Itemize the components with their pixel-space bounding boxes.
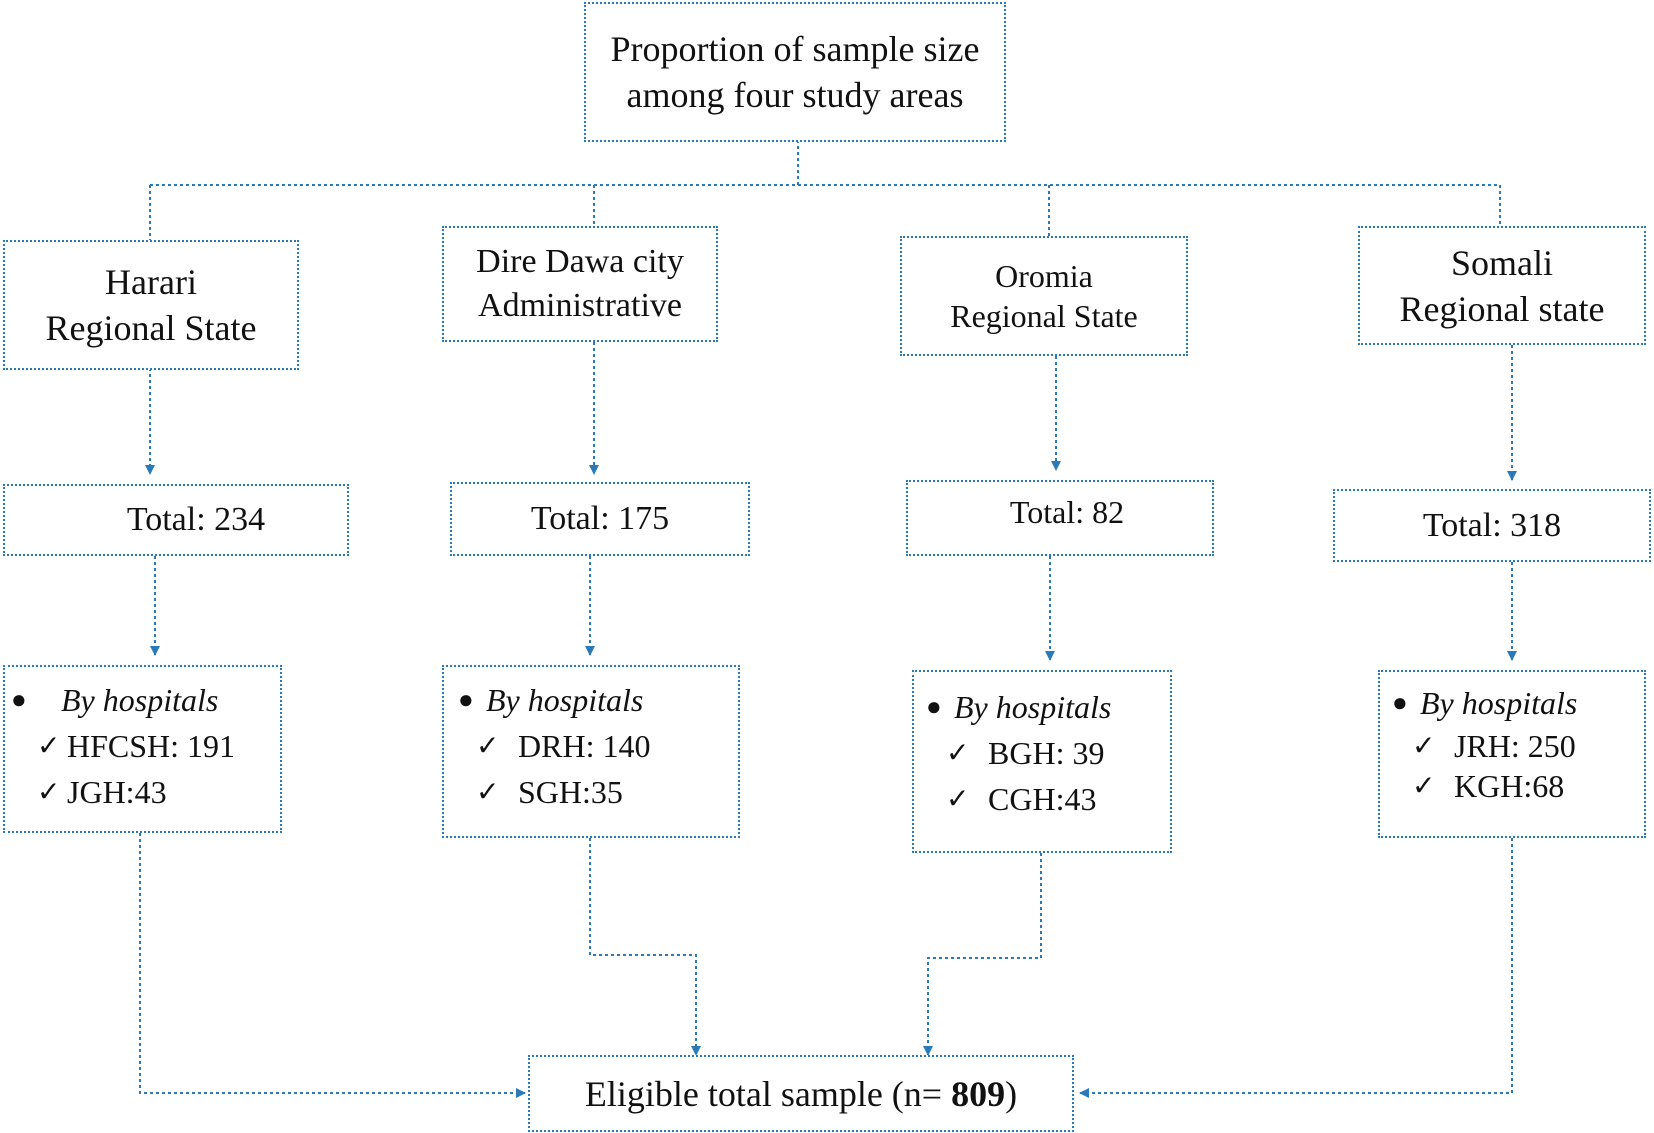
region-name-line1: Dire Dawa city xyxy=(476,243,684,280)
hospitals-box-diredawa: ● By hospitals ✓ DRH: 140 ✓ SGH:35 xyxy=(442,665,740,838)
region-box-somali: Somali Regional state xyxy=(1358,226,1646,345)
region-name-line2: Regional State xyxy=(45,308,257,348)
check-mark-icon: ✓ xyxy=(37,775,61,808)
hospital-count: JGH:43 xyxy=(67,774,167,810)
flow-somali-final xyxy=(1079,838,1513,1098)
flow-harari-final xyxy=(139,833,526,1098)
total-box-oromia: Total: 82 xyxy=(906,480,1214,556)
check-mark-icon: ✓ xyxy=(1412,769,1436,802)
hospital-item: ✓ DRH: 140 xyxy=(450,723,730,769)
bullet-dot-icon: ● xyxy=(926,692,942,721)
total-box-harari: Total: 234 xyxy=(3,484,349,556)
root-title-line1: Proportion of sample size xyxy=(610,29,980,69)
hospital-item: ✓ KGH:68 xyxy=(1386,766,1636,806)
hospitals-box-somali: ● By hospitals ✓ JRH: 250 ✓ KGH:68 xyxy=(1378,670,1646,838)
region-name-line2: Regional state xyxy=(1399,288,1605,329)
by-hospitals-row: ● By hospitals xyxy=(450,677,730,723)
hospital-item: ✓ BGH: 39 xyxy=(920,730,1162,776)
total-label: Total: 318 xyxy=(1422,506,1562,544)
by-hospitals-label: By hospitals xyxy=(61,682,219,718)
total-box-somali: Total: 318 xyxy=(1333,489,1651,562)
hospital-count: JRH: 250 xyxy=(1454,728,1576,764)
hospitals-box-harari: ● By hospitals ✓ HFCSH: 191 ✓ JGH:43 xyxy=(3,665,282,833)
flow-oromia-final xyxy=(923,853,1042,1056)
region-box-oromia: Oromia Regional State xyxy=(900,236,1188,356)
eligible-total-box: Eligible total sample (n= 809) xyxy=(528,1055,1074,1132)
check-mark-icon: ✓ xyxy=(476,775,500,808)
check-mark-icon: ✓ xyxy=(476,729,500,762)
hospital-count: CGH:43 xyxy=(988,781,1097,817)
hospital-item: ✓ JGH:43 xyxy=(11,769,272,815)
bullet-dot-icon: ● xyxy=(11,685,27,714)
hospital-count: SGH:35 xyxy=(518,774,623,810)
hospital-item: ✓ JRH: 250 xyxy=(1386,726,1636,766)
check-mark-icon: ✓ xyxy=(1412,729,1436,762)
bullet-dot-icon: ● xyxy=(1392,688,1408,717)
hospital-item: ✓ SGH:35 xyxy=(450,769,730,815)
total-label: Total: 234 xyxy=(126,501,266,538)
region-name-line2: Regional State xyxy=(950,298,1138,334)
check-mark-icon: ✓ xyxy=(37,729,61,762)
total-box-diredawa: Total: 175 xyxy=(450,482,750,556)
hospitals-box-oromia: ● By hospitals ✓ BGH: 39 ✓ CGH:43 xyxy=(912,670,1172,853)
region-name-line1: Oromia xyxy=(995,258,1093,294)
region-box-diredawa: Dire Dawa city Administrative xyxy=(442,226,718,342)
region-name-line1: Somali xyxy=(1450,242,1553,283)
hospital-count: BGH: 39 xyxy=(988,735,1105,771)
eligible-total-value: 809 xyxy=(951,1073,1006,1114)
root-box: Proportion of sample size among four stu… xyxy=(584,2,1006,142)
by-hospitals-label: By hospitals xyxy=(954,689,1112,725)
check-mark-icon: ✓ xyxy=(946,736,970,769)
hospital-item: ✓ HFCSH: 191 xyxy=(11,723,272,769)
eligible-total-text: Eligible total sample (n= 809) xyxy=(585,1071,1017,1117)
check-mark-icon: ✓ xyxy=(946,782,970,815)
root-title-line2: among four study areas xyxy=(626,75,964,115)
by-hospitals-row: ● By hospitals xyxy=(1386,680,1636,726)
by-hospitals-row: ● By hospitals xyxy=(920,684,1162,730)
eligible-total-prefix: Eligible total sample (n= xyxy=(584,1073,952,1114)
total-label: Total: 175 xyxy=(530,500,670,537)
total-label: Total: 82 xyxy=(1009,494,1125,530)
hospital-count: DRH: 140 xyxy=(518,728,651,764)
by-hospitals-label: By hospitals xyxy=(1420,685,1578,721)
hospital-count: HFCSH: 191 xyxy=(67,728,236,764)
hospital-item: ✓ CGH:43 xyxy=(920,776,1162,822)
bullet-dot-icon: ● xyxy=(458,685,474,714)
hospital-count: KGH:68 xyxy=(1454,768,1565,804)
region-box-harari: Harari Regional State xyxy=(3,240,299,370)
region-name-line1: Harari xyxy=(105,262,197,302)
flow-diredawa-final xyxy=(589,838,701,1056)
by-hospitals-row: ● By hospitals xyxy=(11,677,272,723)
eligible-total-suffix: ) xyxy=(1005,1073,1018,1114)
by-hospitals-label: By hospitals xyxy=(486,682,644,718)
region-name-line2: Administrative xyxy=(478,287,682,324)
